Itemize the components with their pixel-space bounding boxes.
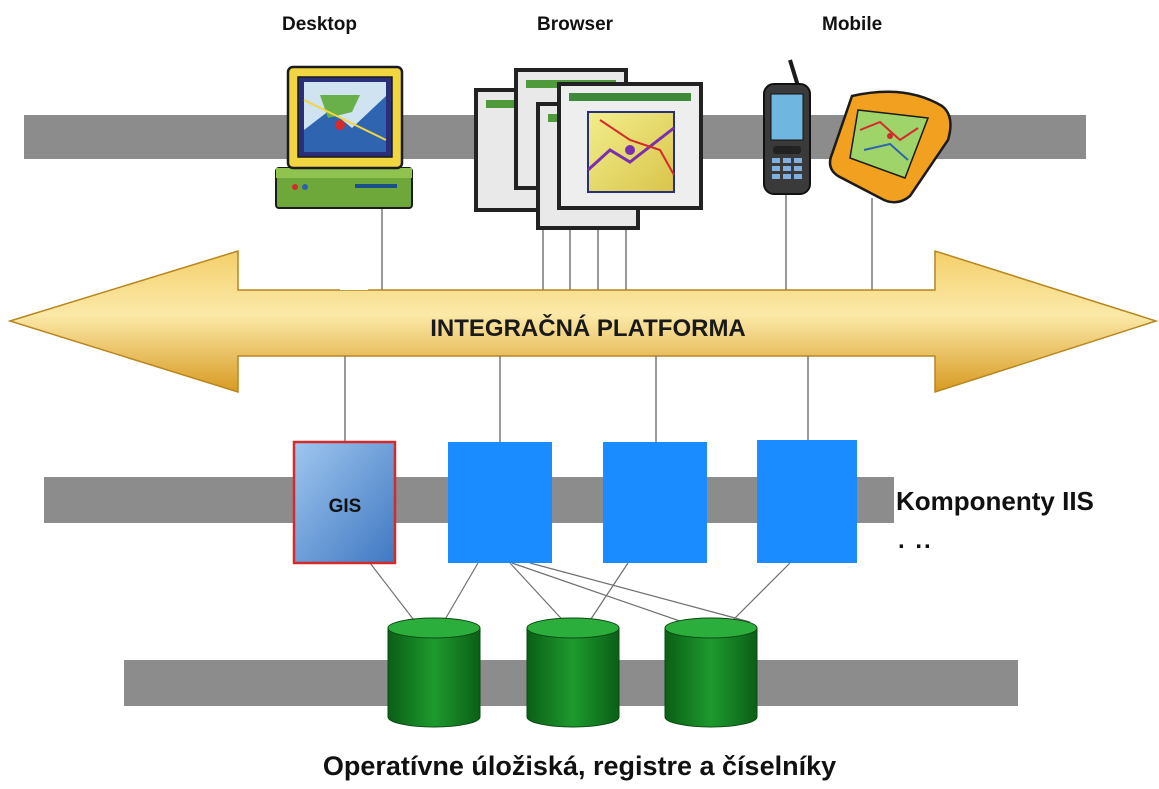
database-1 (387, 617, 481, 728)
database-2 (526, 617, 620, 728)
desktop-label: Desktop (282, 14, 357, 35)
platform-label: INTEGRAČNÁ PLATFORMA (430, 314, 746, 342)
client-connectors (381, 193, 873, 290)
desktop-computer-icon (275, 65, 413, 290)
components-label: Komponenty IIS (896, 486, 1094, 516)
storage-connectors (369, 562, 791, 629)
browser-windows-icon (474, 68, 703, 230)
component-connectors (344, 356, 809, 442)
component-gis: GIS (292, 440, 397, 565)
gis-label: GIS (329, 496, 362, 517)
database-3 (664, 617, 758, 728)
component-box-2 (603, 442, 707, 563)
browser-label: Browser (537, 14, 614, 35)
component-box-1 (448, 442, 552, 563)
mobile-label: Mobile (822, 14, 883, 35)
components-ellipsis: . .. (898, 527, 933, 554)
handheld-gps-icon (828, 90, 952, 204)
storage-label: Operatívne úložiská, registre a číselník… (322, 751, 837, 781)
component-box-3 (757, 440, 857, 563)
integration-platform-arrow: INTEGRAČNÁ PLATFORMA (7, 249, 1159, 394)
mobile-phone-icon (763, 59, 811, 195)
